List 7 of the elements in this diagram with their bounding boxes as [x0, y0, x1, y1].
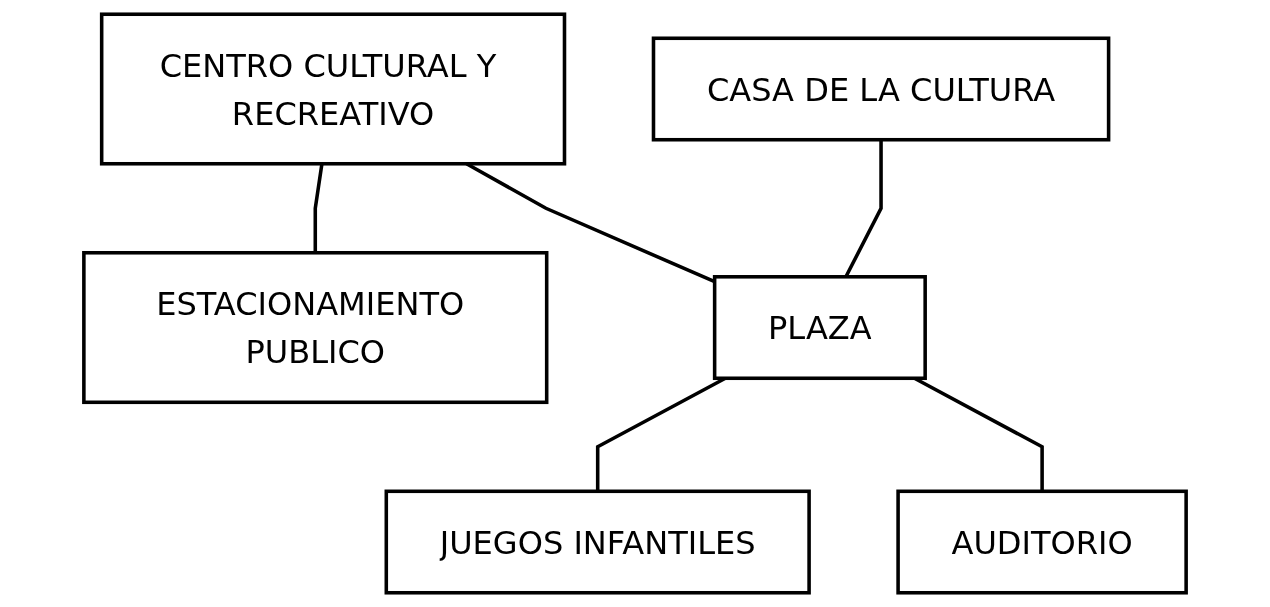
node-box: ESTACIONAMIENTO PUBLICO: [82, 251, 549, 405]
node-box: CENTRO CULTURAL Y RECREATIVO: [99, 12, 567, 166]
node-box: CASA DE LA CULTURA: [651, 36, 1111, 142]
connector: [313, 163, 324, 253]
node-box: AUDITORIO: [896, 489, 1188, 595]
node-box: JUEGOS INFANTILES: [384, 489, 811, 595]
node-box: PLAZA: [712, 275, 927, 381]
